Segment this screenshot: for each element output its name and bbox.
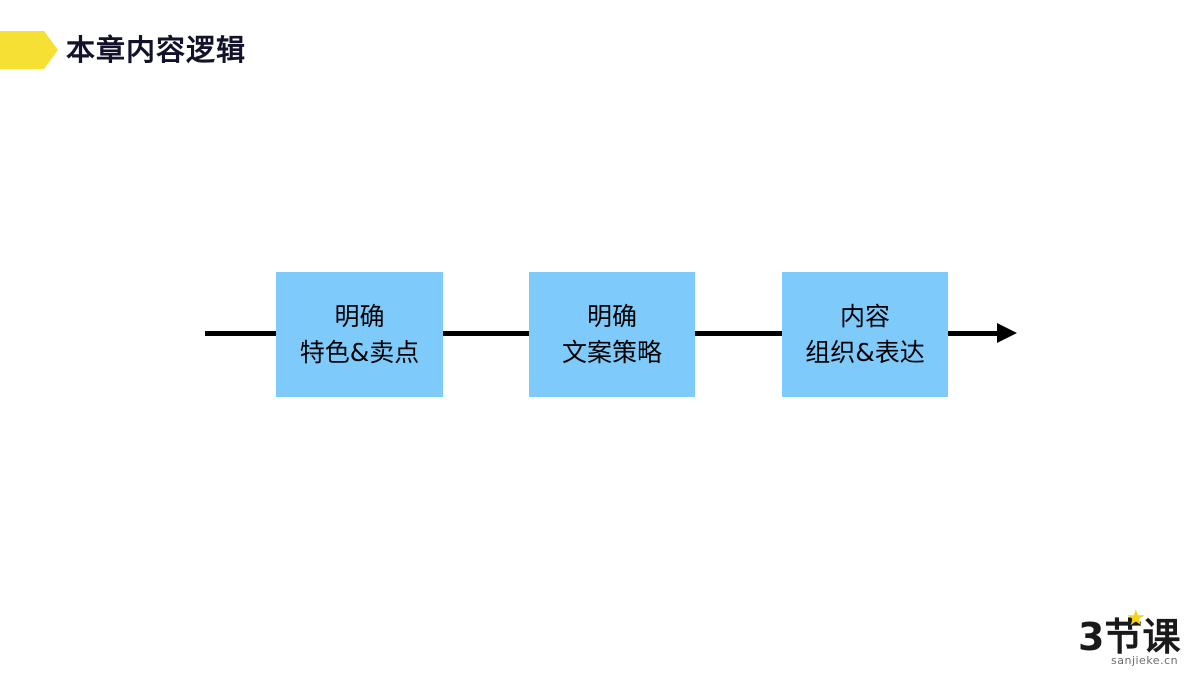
- flow-node-2-line2: 文案策略: [561, 337, 662, 367]
- flow-node-2-line1: 明确: [586, 301, 637, 331]
- title-tag-icon: [0, 31, 58, 69]
- slide-title-row: 本章内容逻辑: [0, 28, 246, 72]
- brand-logo-text: 3节课: [1078, 615, 1181, 659]
- flow-node-3[interactable]: 内容 组织&表达: [782, 272, 948, 397]
- star-icon: ★: [1126, 606, 1146, 631]
- flow-node-1-line2: 特色&卖点: [299, 337, 420, 367]
- brand-logo: 3节课 ★ sanjieke.cn: [1078, 608, 1184, 668]
- flow-arrow-head-icon: [997, 323, 1017, 343]
- brand-logo-domain: sanjieke.cn: [1111, 654, 1179, 667]
- page-title: 本章内容逻辑: [66, 33, 247, 67]
- flow-node-1[interactable]: 明确 特色&卖点: [276, 272, 443, 397]
- flow-node-3-line1: 内容: [839, 301, 890, 331]
- flow-node-1-line1: 明确: [334, 301, 385, 331]
- flow-node-3-line2: 组织&表达: [805, 337, 925, 367]
- flow-node-2[interactable]: 明确 文案策略: [529, 272, 695, 397]
